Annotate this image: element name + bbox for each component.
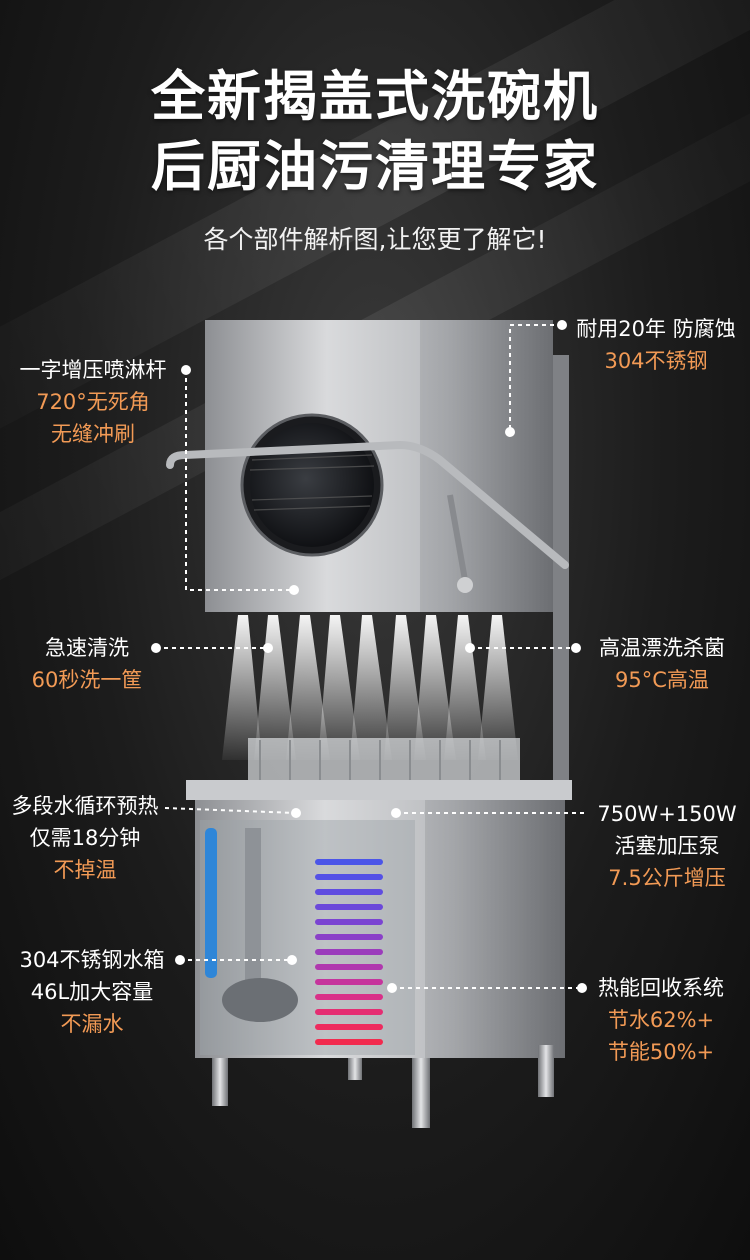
pump-title: 活塞加压泵: [614, 834, 720, 858]
dish-rack: [248, 738, 520, 780]
heat-recovery-water: 节水62%+: [607, 1008, 715, 1032]
pump-power: 750W+150W: [597, 802, 737, 826]
subtitle: 各个部件解析图,让您更了解它!: [203, 225, 547, 254]
preheat-title: 多段水循环预热: [11, 794, 159, 818]
tank-note: 不漏水: [60, 1012, 124, 1036]
headline-line-1: 全新揭盖式洗碗机: [151, 65, 599, 128]
callout-spray-arm: 一字增压喷淋杆 720°无死角 无缝冲刷: [8, 354, 178, 450]
lift-handle: [166, 440, 569, 569]
support-column: [553, 355, 569, 785]
callout-pump: 750W+150W 活塞加压泵 7.5公斤增压: [592, 798, 742, 894]
rinse-title: 高温漂洗杀菌: [599, 636, 725, 660]
steel-body-material: 304不锈钢: [604, 349, 708, 373]
spray-arm-title: 一字增压喷淋杆: [19, 358, 167, 382]
heat-recovery-coils: [315, 859, 383, 1045]
tank-title: 304不锈钢水箱: [19, 948, 165, 972]
tank-capacity: 46L加大容量: [30, 980, 154, 1004]
preheat-time: 仅需18分钟: [29, 826, 141, 850]
water-tank: [205, 828, 298, 1022]
spray-jets: [222, 615, 518, 760]
callout-preheat: 多段水循环预热 仅需18分钟 不掉温: [5, 790, 165, 886]
spray-arm-angle: 720°无死角: [36, 390, 150, 414]
headline-line-2: 后厨油污清理专家: [151, 135, 599, 198]
steel-body-title: 耐用20年 防腐蚀: [576, 317, 736, 341]
fast-wash-title: 急速清洗: [45, 636, 129, 660]
legs: [212, 1045, 554, 1128]
heat-recovery-title: 热能回收系统: [598, 976, 724, 1000]
pump-pressure: 7.5公斤增压: [608, 866, 726, 890]
callout-fast-wash: 急速清洗 60秒洗一筐: [22, 632, 152, 696]
hood: [205, 320, 553, 612]
callout-steel-body: 耐用20年 防腐蚀 304不锈钢: [568, 313, 744, 377]
fast-wash-speed: 60秒洗一筐: [31, 668, 143, 692]
heat-recovery-energy: 节能50%+: [607, 1040, 715, 1064]
rinse-temperature: 95°C高温: [615, 668, 709, 692]
callout-rinse: 高温漂洗杀菌 95°C高温: [582, 632, 742, 696]
callout-heat-recovery: 热能回收系统 节水62%+ 节能50%+: [586, 972, 736, 1068]
callout-tank: 304不锈钢水箱 46L加大容量 不漏水: [8, 944, 176, 1040]
spray-arm-note: 无缝冲刷: [51, 422, 135, 446]
preheat-note: 不掉温: [53, 858, 117, 882]
